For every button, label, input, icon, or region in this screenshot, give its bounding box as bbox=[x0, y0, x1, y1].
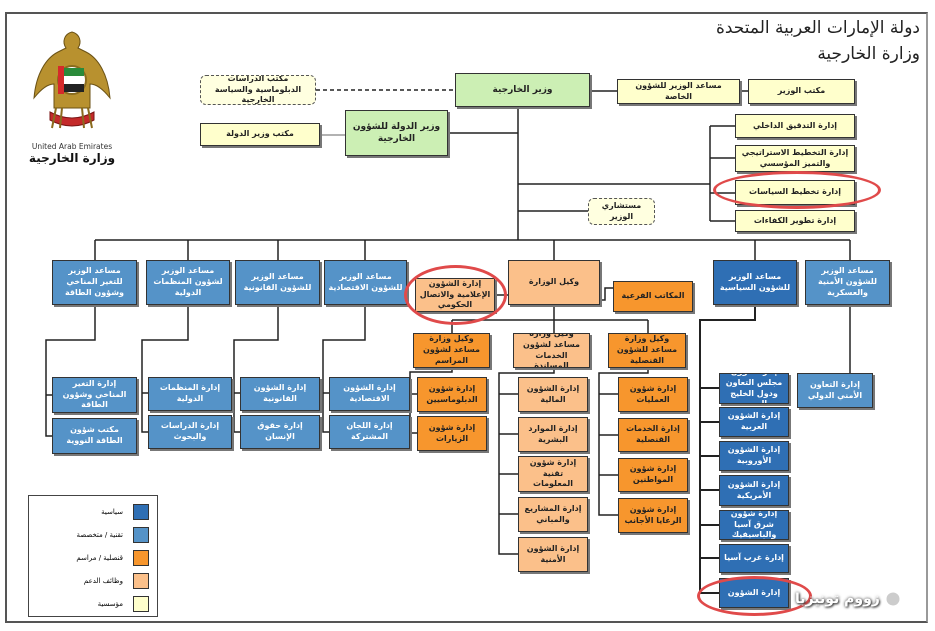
org-box-usec-protocol: وكيل وزارة مساعد لشؤون المراسم bbox=[413, 333, 490, 368]
org-box-competency-dev: إدارة تطوير الكفاءات bbox=[735, 210, 855, 232]
org-box-d-intl-security: إدارة التعاون الأمني الدولي bbox=[797, 373, 873, 408]
org-box-d-europe: إدارة الشؤون الأوروبية bbox=[719, 441, 789, 471]
legend-swatch bbox=[133, 596, 149, 612]
org-box-d-projects: إدارة المشاريع والمباني bbox=[518, 497, 588, 532]
org-box-usec-support: وكيل وزارة مساعد لشؤون الخدمات المساندة bbox=[513, 333, 590, 368]
legend-item-support: وظائف الدعم bbox=[84, 573, 149, 589]
watermark-logo-icon bbox=[883, 589, 921, 609]
watermark: زووم تونيزيا bbox=[795, 589, 921, 609]
legend-swatch bbox=[133, 527, 149, 543]
org-box-asst-political: مساعد الوزير للشؤون السياسية bbox=[713, 260, 797, 305]
org-box-d-americas: إدارة الشؤون الأمريكية bbox=[719, 475, 789, 506]
org-box-asst-climate: مساعد الوزير للتغير المناخي وشؤون الطاقة bbox=[52, 260, 137, 305]
org-box-asst-intl-orgs: مساعد الوزير لشؤون المنظمات الدولية bbox=[146, 260, 230, 305]
org-box-minister-office: مكتب الوزير bbox=[748, 79, 855, 104]
country-title: دولة الإمارات العربية المتحدة bbox=[715, 18, 920, 38]
legend-label: وظائف الدعم bbox=[83, 577, 123, 585]
logo-arabic-text: وزارة الخارجية bbox=[28, 151, 116, 165]
highlight-ellipse-policy-planning bbox=[713, 171, 881, 209]
legend-swatch bbox=[133, 550, 149, 566]
uae-emblem-logo: United Arab Emirates وزارة الخارجية bbox=[28, 28, 116, 165]
legend-swatch bbox=[133, 504, 149, 520]
org-box-usec-consular: وكيل وزارة مساعد للشؤون القنصلية bbox=[608, 333, 686, 368]
legend-item-consular: قنصلية / مراسم bbox=[76, 550, 149, 566]
legend-swatch bbox=[133, 573, 149, 589]
org-box-minister: وزير الخارجية bbox=[455, 73, 590, 107]
org-box-dipl-studies: مكتب الدراسات الدبلوماسية والسياسة الخار… bbox=[200, 75, 316, 105]
org-box-undersecretary: وكيل الوزارة bbox=[508, 260, 600, 305]
org-box-d-intl-orgs: إدارة المنظمات الدولية bbox=[148, 377, 232, 411]
org-box-d-it: إدارة شؤون تقنية المعلومات bbox=[518, 456, 588, 492]
org-box-strategic-planning: إدارة التخطيط الاستراتيجي والتميز المؤسس… bbox=[735, 145, 855, 172]
legend-item-technical: تقنية / متخصصة bbox=[76, 527, 149, 543]
legend-item-political: سياسية bbox=[101, 504, 149, 520]
org-box-asst-security: مساعد الوزير للشؤون الأمنية والعسكرية bbox=[805, 260, 890, 305]
legend-label: مؤسسية bbox=[97, 600, 123, 608]
watermark-text: زووم تونيزيا bbox=[795, 591, 880, 607]
org-box-d-citizens: إدارة شؤون المواطنين bbox=[618, 458, 688, 492]
org-box-d-human-rights: إدارة حقوق الإنسان bbox=[240, 415, 320, 449]
org-box-advisor: مستشاري الوزير bbox=[588, 198, 655, 225]
highlight-ellipse-media bbox=[404, 265, 507, 325]
org-box-d-economic: إدارة الشؤون الاقتصادية bbox=[329, 377, 410, 411]
org-box-d-security: إدارة الشؤون الأمنية bbox=[518, 537, 588, 572]
logo-english-text: United Arab Emirates bbox=[31, 142, 113, 151]
org-box-d-foreigners: إدارة شؤون الرعايا الأجانب bbox=[618, 498, 688, 533]
org-box-d-hr: إدارة الموارد البشرية bbox=[518, 417, 588, 452]
legend-item-institutional: مؤسسية bbox=[98, 596, 149, 612]
org-box-d-finance: إدارة الشؤون المالية bbox=[518, 377, 588, 412]
org-box-asst-legal: مساعد الوزير للشؤون القانونية bbox=[235, 260, 320, 305]
legend-label: تقنية / متخصصة bbox=[76, 531, 123, 539]
org-box-d-committees: إدارة اللجان المشتركة bbox=[329, 415, 410, 449]
org-box-d-climate: إدارة التغير المناخي وشؤون الطاقة bbox=[52, 377, 137, 413]
org-box-d-consular-services: إدارة الخدمات القنصلية bbox=[618, 418, 688, 452]
org-box-d-studies: إدارة الدراسات والبحوث bbox=[148, 415, 232, 449]
org-box-d-legal: إدارة الشؤون القانونية bbox=[240, 377, 320, 411]
org-box-internal-audit: إدارة التدقيق الداخلي bbox=[735, 114, 855, 138]
org-box-d-west-asia: إدارة غرب آسيا bbox=[719, 544, 789, 573]
falcon-emblem-icon bbox=[33, 31, 111, 129]
org-box-asst-economic: مساعد الوزير للشؤون الاقتصادية bbox=[324, 260, 407, 305]
org-box-state-minister: وزير الدولة للشؤون الخارجية bbox=[345, 110, 448, 156]
org-box-d-visits: إدارة شؤون الزيارات bbox=[417, 416, 487, 451]
org-box-branch-offices: المكاتب الفرعية bbox=[613, 281, 693, 312]
org-box-d-east-asia: إدارة شؤون شرق آسيا والباسيفيك bbox=[719, 510, 789, 540]
legend: سياسية تقنية / متخصصة قنصلية / مراسم وظا… bbox=[28, 495, 158, 617]
highlight-ellipse-last-political bbox=[697, 576, 812, 616]
ministry-title: وزارة الخارجية bbox=[817, 44, 920, 64]
org-box-d-operations: إدارة شؤون العمليات bbox=[618, 377, 688, 412]
legend-label: قنصلية / مراسم bbox=[76, 554, 123, 562]
org-box-d-arab: إدارة الشؤون العربية bbox=[719, 407, 789, 437]
org-box-asst-special: مساعد الوزير للشؤون الخاصة bbox=[617, 79, 740, 104]
org-box-state-minister-office: مكتب وزير الدولة bbox=[200, 123, 320, 146]
org-box-d-diplomats: إدارة شؤون الدبلوماسيين bbox=[417, 377, 487, 412]
org-box-d-nuclear: مكتب شؤون الطاقة النووية bbox=[52, 418, 137, 454]
org-box-d-gcc: إدارة شؤون مجلس التعاون ودول الخليج العر… bbox=[719, 373, 789, 404]
chart-frame bbox=[5, 12, 928, 623]
legend-label: سياسية bbox=[101, 508, 123, 516]
